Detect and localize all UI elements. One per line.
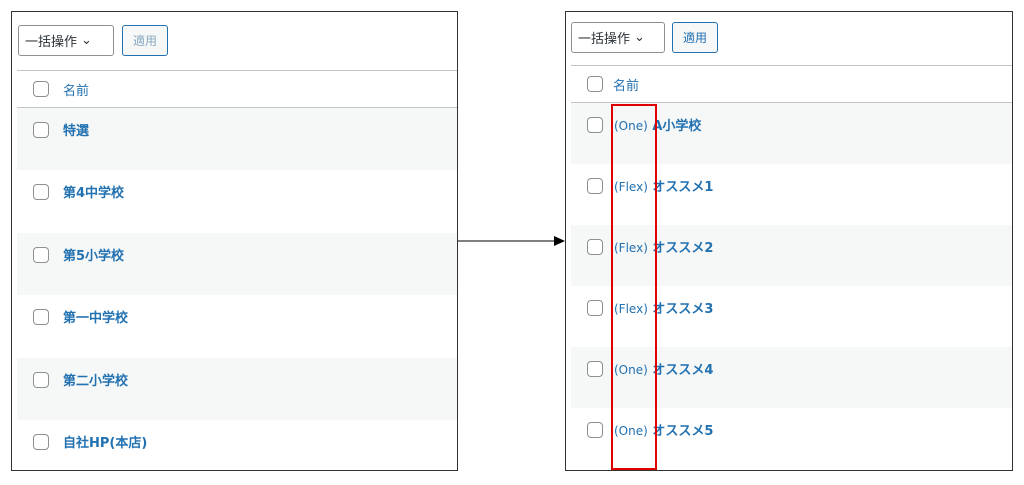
row-checkbox[interactable] bbox=[33, 434, 49, 450]
apply-button[interactable]: 適用 bbox=[122, 25, 169, 56]
column-name-header[interactable]: 名前 bbox=[63, 83, 90, 99]
row-name: オススメ2 bbox=[652, 241, 714, 256]
table-row: (Flex) オススメ3 bbox=[571, 286, 1012, 347]
bulk-action-select[interactable]: 一括操作⌄ bbox=[571, 22, 665, 53]
row-name-link[interactable]: (Flex) オススメ2 bbox=[614, 237, 713, 256]
row-checkbox[interactable] bbox=[587, 361, 603, 377]
table-row: 第二小学校 bbox=[17, 358, 457, 420]
row-checkbox[interactable] bbox=[587, 239, 603, 255]
table-row: 特選 bbox=[17, 108, 457, 170]
bulk-action-select[interactable]: 一括操作⌄ bbox=[18, 25, 114, 56]
arrow-icon bbox=[458, 236, 565, 246]
table-row: (One) A小学校 bbox=[571, 103, 1012, 164]
row-checkbox[interactable] bbox=[587, 178, 603, 194]
row-name-link[interactable]: (One) オススメ5 bbox=[614, 420, 713, 439]
row-checkbox[interactable] bbox=[587, 117, 603, 133]
type-tag: (Flex) bbox=[614, 241, 648, 255]
row-checkbox[interactable] bbox=[33, 122, 49, 138]
left-panel-before: 一括操作⌄ 適用 名前 特選 第4中学校 第5小学校 第一中学校 第二小学校 自… bbox=[11, 11, 458, 471]
type-tag: (One) bbox=[614, 424, 648, 438]
chevron-down-icon: ⌄ bbox=[81, 33, 92, 48]
type-tag: (Flex) bbox=[614, 180, 648, 194]
table-row: (Flex) オススメ2 bbox=[571, 225, 1012, 286]
bulk-action-label: 一括操作 bbox=[578, 32, 631, 47]
row-checkbox[interactable] bbox=[587, 422, 603, 438]
row-name-link[interactable]: 特選 bbox=[63, 124, 90, 139]
table-row: 第4中学校 bbox=[17, 170, 457, 233]
column-name-header[interactable]: 名前 bbox=[613, 78, 640, 94]
right-panel-after: 一括操作⌄ 適用 名前 (One) A小学校 (Flex) オススメ1 (Fle… bbox=[565, 11, 1013, 471]
row-name-link[interactable]: 第一中学校 bbox=[63, 311, 129, 326]
table-row: (One) オススメ5 bbox=[571, 408, 1012, 470]
row-name-link[interactable]: 自社HP(本店) bbox=[63, 436, 148, 451]
table-header: 名前 bbox=[571, 65, 1012, 103]
row-checkbox[interactable] bbox=[33, 309, 49, 325]
table-row: (Flex) オススメ1 bbox=[571, 164, 1012, 225]
row-name-link[interactable]: 第5小学校 bbox=[63, 249, 125, 264]
row-name: オススメ3 bbox=[652, 302, 714, 317]
row-name-link[interactable]: (One) オススメ4 bbox=[614, 359, 713, 378]
row-name: オススメ4 bbox=[652, 363, 714, 378]
row-name: オススメ5 bbox=[652, 424, 714, 439]
select-all-checkbox[interactable] bbox=[33, 81, 49, 97]
row-checkbox[interactable] bbox=[33, 184, 49, 200]
row-name: A小学校 bbox=[652, 119, 702, 134]
table-row: 第一中学校 bbox=[17, 295, 457, 358]
row-checkbox[interactable] bbox=[33, 247, 49, 263]
table-row: 第5小学校 bbox=[17, 233, 457, 295]
select-all-checkbox[interactable] bbox=[587, 76, 603, 92]
row-name-link[interactable]: 第二小学校 bbox=[63, 374, 129, 389]
type-tag: (Flex) bbox=[614, 302, 648, 316]
row-checkbox[interactable] bbox=[587, 300, 603, 316]
row-name-link[interactable]: 第4中学校 bbox=[63, 186, 125, 201]
row-checkbox[interactable] bbox=[33, 372, 49, 388]
type-tag: (One) bbox=[614, 119, 648, 133]
row-name-link[interactable]: (One) A小学校 bbox=[614, 115, 701, 134]
bulk-action-label: 一括操作 bbox=[25, 35, 78, 50]
type-tag: (One) bbox=[614, 363, 648, 377]
row-name: オススメ1 bbox=[652, 180, 714, 195]
apply-button[interactable]: 適用 bbox=[672, 22, 719, 53]
highlight-box bbox=[611, 104, 657, 470]
row-name-link[interactable]: (Flex) オススメ1 bbox=[614, 176, 713, 195]
table-row: (One) オススメ4 bbox=[571, 347, 1012, 408]
table-row: 自社HP(本店) bbox=[17, 420, 457, 470]
chevron-down-icon: ⌄ bbox=[634, 30, 645, 45]
row-name-link[interactable]: (Flex) オススメ3 bbox=[614, 298, 713, 317]
table-header: 名前 bbox=[17, 70, 457, 108]
